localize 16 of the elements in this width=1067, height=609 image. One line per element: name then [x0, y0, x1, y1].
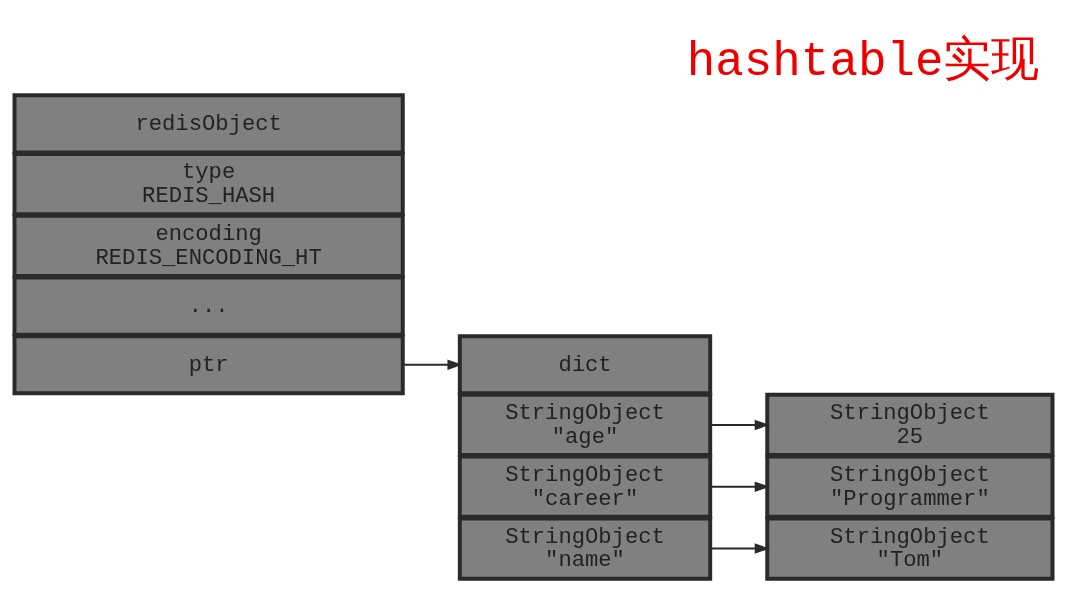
node-box: redisObject	[12, 93, 405, 155]
arrow	[709, 543, 770, 554]
node-box: ptr	[12, 334, 405, 396]
node-box: dict	[457, 334, 713, 396]
node-box: StringObject "Tom"	[765, 516, 1055, 581]
node-box: StringObject "Programmer"	[765, 454, 1055, 519]
node-box: type REDIS_HASH	[12, 151, 405, 217]
arrow	[401, 359, 463, 370]
node-box: ...	[12, 275, 405, 337]
arrow	[709, 481, 770, 492]
node-box: encoding REDIS_ENCODING_HT	[12, 213, 405, 278]
node-box: StringObject "age"	[457, 392, 713, 458]
node-box: StringObject 25	[765, 392, 1055, 458]
node-box: StringObject "name"	[457, 516, 713, 581]
node-box: StringObject "career"	[457, 454, 713, 519]
diagram-title: hashtable实现	[686, 34, 1040, 89]
